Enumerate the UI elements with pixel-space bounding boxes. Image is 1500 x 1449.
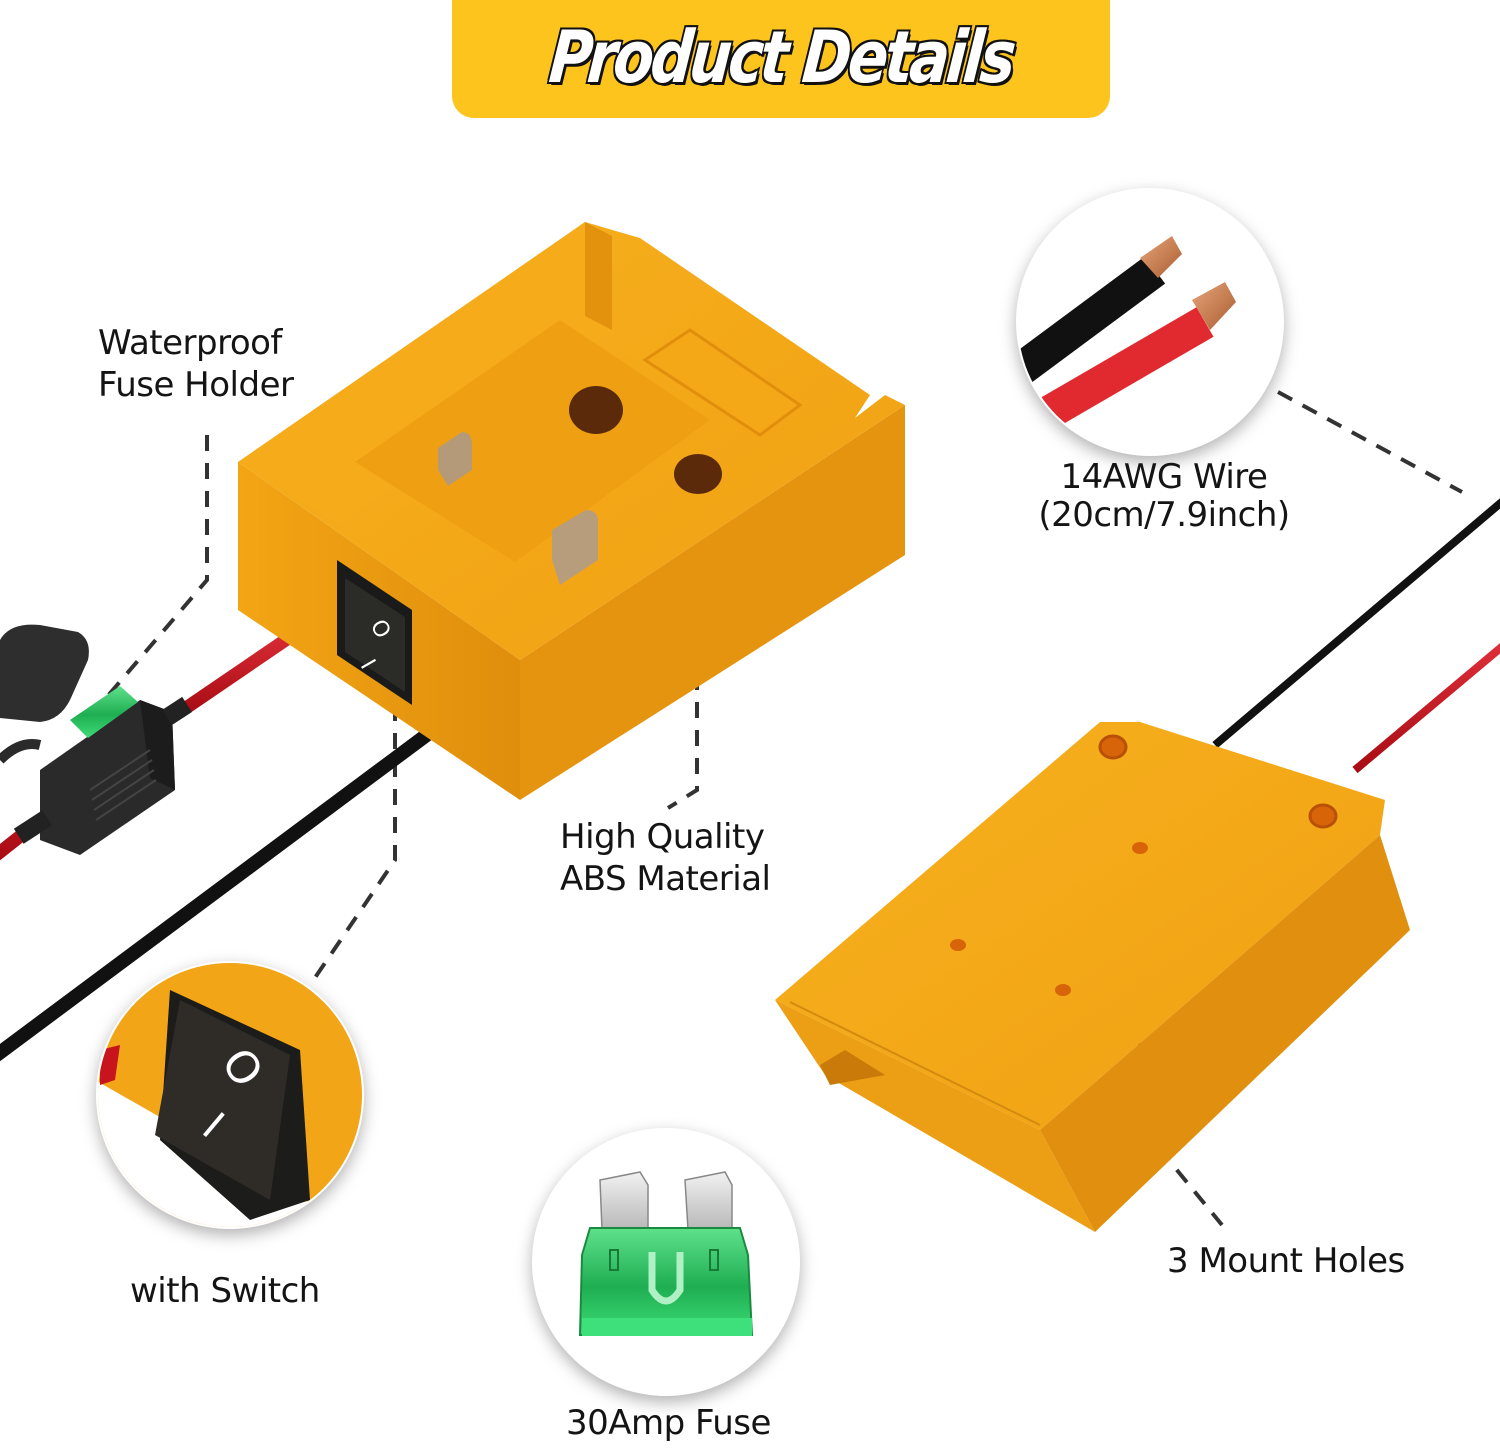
fuse-closeup	[532, 1128, 800, 1396]
callout-switch: with Switch	[130, 1271, 320, 1311]
fuse-holder-body	[13, 686, 192, 855]
leader-fuse-holder	[98, 435, 209, 707]
wire-closeup	[1016, 188, 1284, 456]
adapter-body: O I	[238, 222, 905, 800]
leader-wire	[1277, 390, 1463, 494]
leader-mount-holes	[1138, 875, 1224, 1227]
header-banner: Product Details	[452, 0, 1110, 118]
black-wire-left	[0, 718, 447, 1062]
fuse-holder-cap	[0, 624, 89, 764]
adapter-top-view: O I	[0, 222, 905, 1062]
callout-material: High Quality ABS Material	[560, 817, 771, 899]
adapter-bottom-view	[775, 498, 1500, 1232]
switch-closeup: O I	[96, 961, 364, 1229]
mount-holes	[950, 734, 1338, 996]
leader-switch	[308, 705, 397, 987]
callout-fuse-holder: Waterproof Fuse Holder	[98, 323, 294, 405]
callout-mount-holes: 3 Mount Holes	[1167, 1241, 1405, 1281]
callout-wire: 14AWG Wire (20cm/7.9inch)	[1038, 457, 1290, 535]
red-wire-right	[1352, 643, 1500, 774]
callout-fuse: 30Amp Fuse	[566, 1403, 771, 1443]
rocker-switch-small: O I	[337, 560, 412, 705]
black-wire-right	[1212, 498, 1500, 749]
